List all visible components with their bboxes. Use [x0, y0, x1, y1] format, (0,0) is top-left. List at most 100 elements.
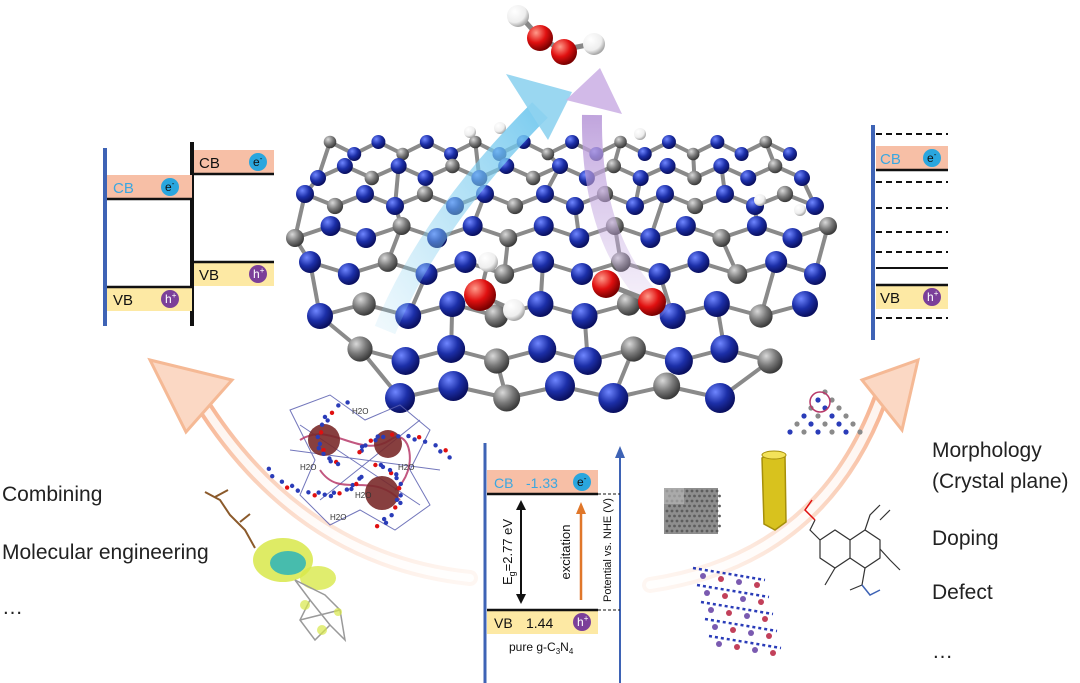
carbon-atom: [364, 170, 379, 186]
nitrogen-atom: [307, 303, 333, 329]
carbon-atom: [712, 229, 731, 247]
nitrogen-atom: [356, 228, 377, 248]
svg-text:h+: h+: [577, 614, 589, 629]
right-curved-arrow: [642, 357, 921, 593]
nitrogen-atom: [552, 158, 568, 174]
nitrogen-atom: [710, 135, 725, 149]
electron-icon: [249, 153, 267, 171]
nitrogen-atom: [806, 197, 824, 215]
carbon-atom: [653, 372, 681, 400]
nitrogen-atom: [347, 147, 362, 161]
left-vb-label-1: VB: [113, 292, 133, 309]
carbon-atom: [686, 197, 704, 215]
carbon-atom: [767, 158, 783, 174]
svg-text:e-: e-: [253, 154, 263, 169]
hydrogen-atom: [754, 194, 766, 206]
water-label: H2O: [330, 513, 346, 522]
nitrogen-atom: [659, 158, 676, 174]
nitrogen-atom: [565, 135, 580, 149]
label-morphology: Morphology: [932, 439, 1042, 462]
hydrogen-peroxide-molecule: [507, 5, 605, 65]
carbon-atom: [323, 135, 337, 149]
water-label: H2O: [352, 407, 368, 416]
water-label: H2O: [398, 463, 414, 472]
nitrogen-atom: [746, 216, 767, 236]
molecular-engineering-structure: [204, 489, 347, 643]
carbon-atom: [525, 170, 541, 186]
nitrogen-atom: [705, 383, 735, 413]
electron-icon: [573, 473, 591, 491]
nitrogen-atom: [533, 216, 554, 236]
hole-icon: [249, 265, 267, 283]
label-ellipsis-right: …: [932, 640, 953, 663]
nitrogen-atom: [536, 185, 554, 203]
nitrogen-atom: [656, 185, 674, 203]
band-gap-label: Eg=2.77 eV: [500, 519, 517, 585]
carbon-atom: [392, 217, 411, 235]
potential-axis-label: Potential vs. NHE (V): [602, 498, 614, 602]
nitrogen-atom: [570, 263, 593, 285]
center-band-diagram: CB -1.33 e- VB 1.44 h+ Eg=2.77 eV excita…: [483, 443, 625, 683]
nitrogen-atom: [444, 147, 459, 161]
water-label: H2O: [300, 463, 316, 472]
nitrogen-atom: [296, 185, 314, 203]
label-combining: Combining: [2, 483, 103, 506]
nitrogen-atom: [783, 147, 797, 161]
carbon-atom: [352, 292, 376, 316]
nitrogen-atom: [528, 335, 557, 363]
nitrogen-atom: [598, 383, 629, 413]
carbon-atom: [686, 147, 700, 161]
label-ellipsis-left: …: [2, 596, 23, 619]
carbon-atom: [776, 185, 794, 203]
carbon-atom: [484, 304, 509, 328]
carbon-atom: [541, 147, 555, 161]
oxygen-molecule: [592, 270, 666, 316]
nitrogen-atom: [794, 170, 810, 186]
carbon-atom: [506, 197, 524, 215]
nitrogen-atom: [371, 135, 386, 149]
excitation-label: excitation: [558, 525, 573, 580]
svg-text:h+: h+: [165, 291, 177, 306]
nitrogen-atom: [566, 197, 584, 215]
left-curved-arrow: [147, 357, 478, 586]
axis-arrowhead: [615, 446, 625, 458]
defect-levels: [876, 133, 948, 319]
nitrogen-atom: [703, 291, 730, 317]
center-vb-label: VB: [494, 615, 513, 631]
carbon-atom: [620, 336, 646, 362]
svg-text:e-: e-: [577, 474, 587, 489]
left-band-diagram: CB e- VB h+ CB e- VB h+: [103, 142, 274, 326]
nitrogen-atom: [675, 216, 696, 236]
carbon-atom: [749, 304, 773, 328]
carbon-atom: [326, 197, 344, 215]
carbon-atom: [286, 229, 304, 247]
carbon-atom: [493, 384, 521, 412]
hole-icon: [573, 613, 591, 631]
nanorod-shape: [761, 450, 787, 531]
nitrogen-atom: [320, 216, 341, 236]
carbon-atom: [484, 348, 510, 374]
nitrogen-atom: [310, 170, 326, 186]
nitrogen-atom: [390, 158, 407, 174]
hydrogen-atom: [634, 128, 646, 140]
svg-text:e-: e-: [927, 150, 937, 165]
nitrogen-atom: [664, 347, 693, 375]
nitrogen-atom: [569, 228, 590, 248]
carbon-atom: [616, 292, 641, 316]
nitrogen-atom: [734, 147, 749, 161]
nitrogen-atom: [527, 291, 554, 317]
carbon-atom: [445, 158, 460, 174]
nitrogen-atom: [438, 371, 469, 401]
nitrogen-atom: [716, 185, 734, 203]
nitrogen-atom: [648, 263, 671, 285]
material-label: pure g-C3N4: [509, 640, 574, 656]
carbon-atom: [757, 348, 783, 374]
nitrogen-atom: [661, 135, 676, 149]
nitrogen-atom: [336, 158, 353, 174]
carbon-atom: [377, 252, 398, 272]
hydrogen-atom: [794, 204, 806, 216]
center-vb-value: 1.44: [526, 615, 553, 631]
nitrogen-atom: [637, 147, 652, 161]
left-vb-label-2: VB: [199, 267, 219, 284]
nitrogen-atom: [417, 170, 434, 186]
